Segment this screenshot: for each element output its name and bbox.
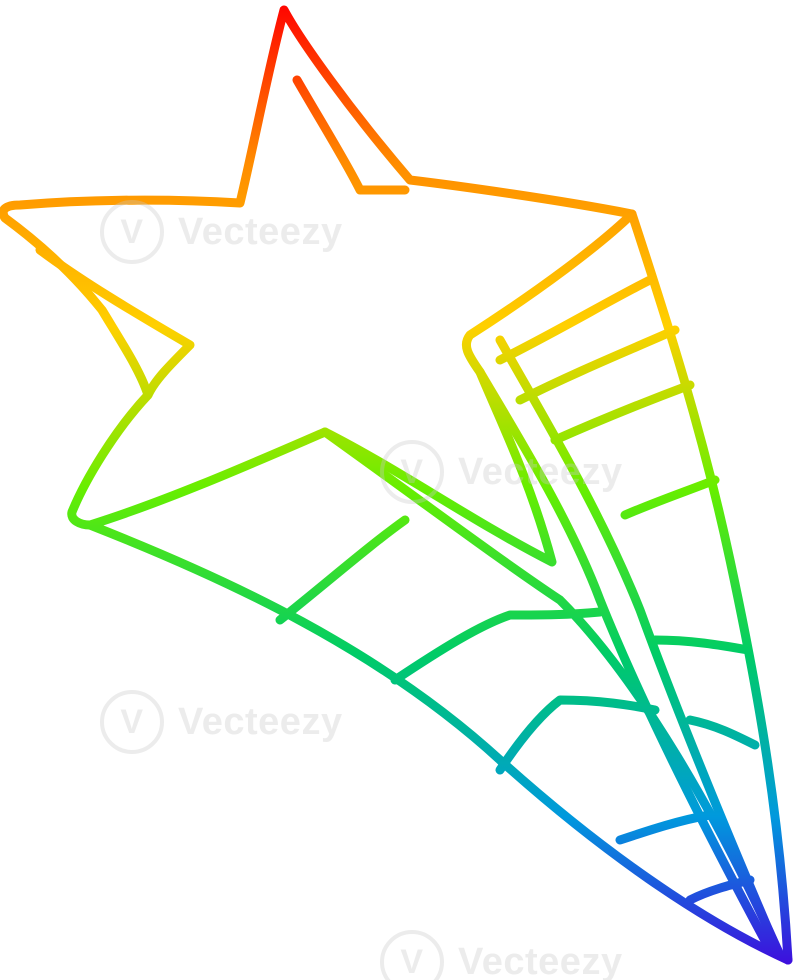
tail-rung-4 [620, 475, 720, 520]
tail-rung-8 [390, 607, 605, 685]
tail-rung-5 [650, 635, 753, 655]
tail-rung-1 [495, 275, 655, 365]
tail-rung-9 [495, 695, 660, 775]
tail-left-edge [85, 520, 793, 965]
tail-rung-10 [615, 810, 715, 845]
tail-streak-2 [495, 335, 780, 950]
tail-rung-7 [275, 515, 410, 625]
tail-streak-1 [475, 367, 775, 955]
tail-rung-2 [515, 325, 680, 405]
tail-streak-3 [320, 427, 785, 960]
star-upper-facet [292, 75, 410, 195]
tail-rung-3 [550, 380, 695, 445]
tail-right-edge [627, 209, 793, 965]
tail-rung-6 [685, 715, 760, 750]
tail-rung-11 [685, 875, 755, 905]
star-left-facet [35, 245, 195, 400]
